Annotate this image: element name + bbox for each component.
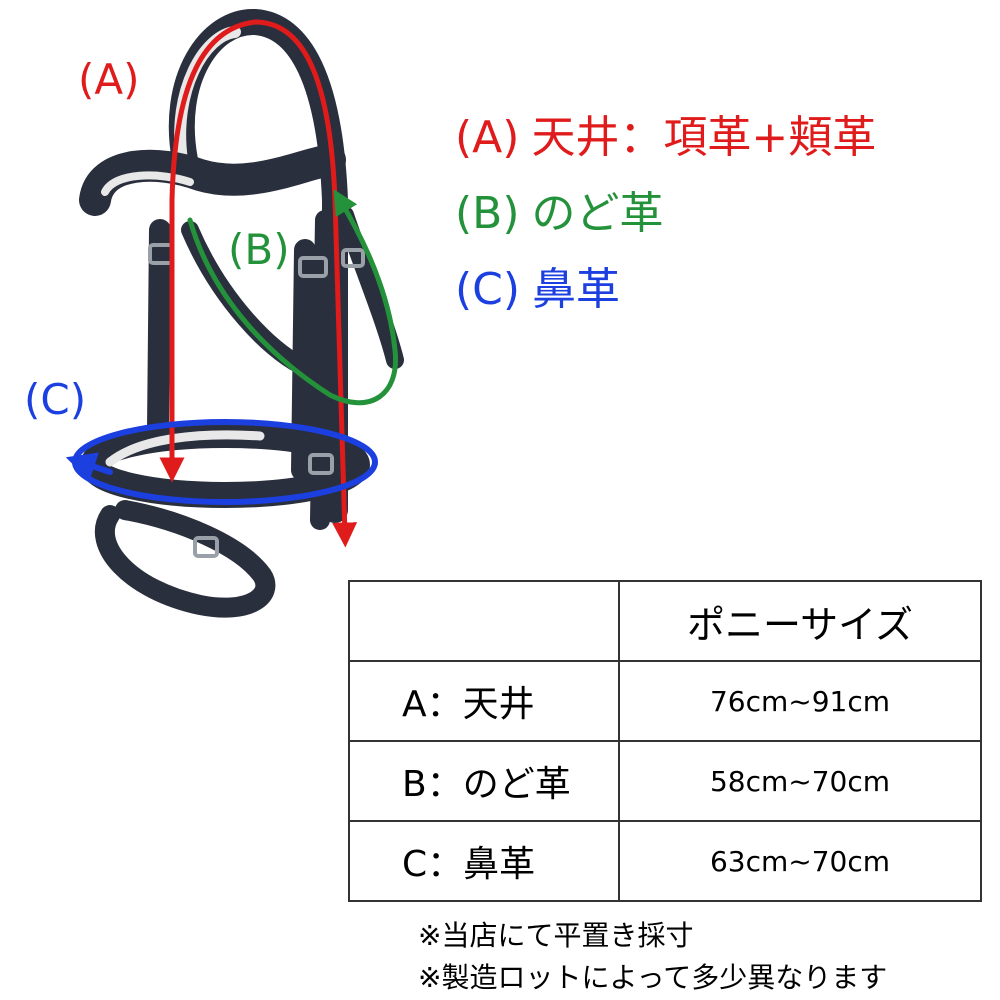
buckle-right-upper — [298, 256, 328, 278]
measure-line-a — [159, 19, 358, 548]
table-header-row: ポニーサイズ — [348, 580, 982, 662]
table-row: B：のど革 58cm~70cm — [348, 740, 982, 822]
note-lot-variation: ※製造ロットによって多少異なります — [418, 961, 888, 994]
legend: (A)天井：項革+頬革 (B)のど革 (C)鼻革 — [455, 100, 876, 328]
table-row: A：天井 76cm~91cm — [348, 660, 982, 742]
legend-label: 天井：項革+頬革 — [531, 112, 877, 163]
row-label: C：鼻革 — [348, 820, 620, 902]
left-cheekpiece — [147, 219, 171, 441]
callout-c: (C) — [24, 375, 87, 424]
callout-a: (A) — [78, 55, 140, 104]
table-row: C：鼻革 63cm~70cm — [348, 820, 982, 902]
legend-row-b: (B)のど革 — [455, 176, 876, 252]
row-label: A：天井 — [348, 660, 620, 742]
row-value: 76cm~91cm — [618, 660, 982, 742]
buckle-throat — [341, 248, 365, 268]
row-value: 63cm~70cm — [618, 820, 982, 902]
legend-key: (C) — [455, 264, 521, 315]
row-label: B：のど革 — [348, 740, 620, 822]
callout-b: (B) — [228, 225, 290, 274]
notes: ※当店にて平置き採寸 ※製造ロットによって多少異なります — [418, 915, 887, 999]
browband-lining — [101, 171, 194, 196]
bridle-drawing — [79, 9, 404, 618]
legend-row-a: (A)天井：項革+頬革 — [455, 100, 876, 176]
size-table: ポニーサイズ A：天井 76cm~91cm B：のど革 58cm~70cm C：… — [348, 580, 982, 902]
legend-label: のど革 — [531, 188, 664, 239]
measure-line-c-arrow — [65, 452, 113, 481]
legend-key: (A) — [455, 112, 520, 163]
throatlatch-strap-right — [336, 206, 404, 369]
column-header-pony-size: ポニーサイズ — [618, 580, 982, 662]
flash-strap — [94, 500, 276, 618]
browband-strap — [79, 144, 346, 216]
measure-line-b — [187, 189, 399, 406]
table-corner-cell — [348, 580, 620, 662]
legend-label: 鼻革 — [532, 264, 621, 315]
legend-row-c: (C)鼻革 — [455, 252, 876, 328]
legend-key: (B) — [455, 188, 520, 239]
note-measurement: ※当店にて平置き採寸 — [418, 919, 694, 952]
row-value: 58cm~70cm — [618, 740, 982, 822]
